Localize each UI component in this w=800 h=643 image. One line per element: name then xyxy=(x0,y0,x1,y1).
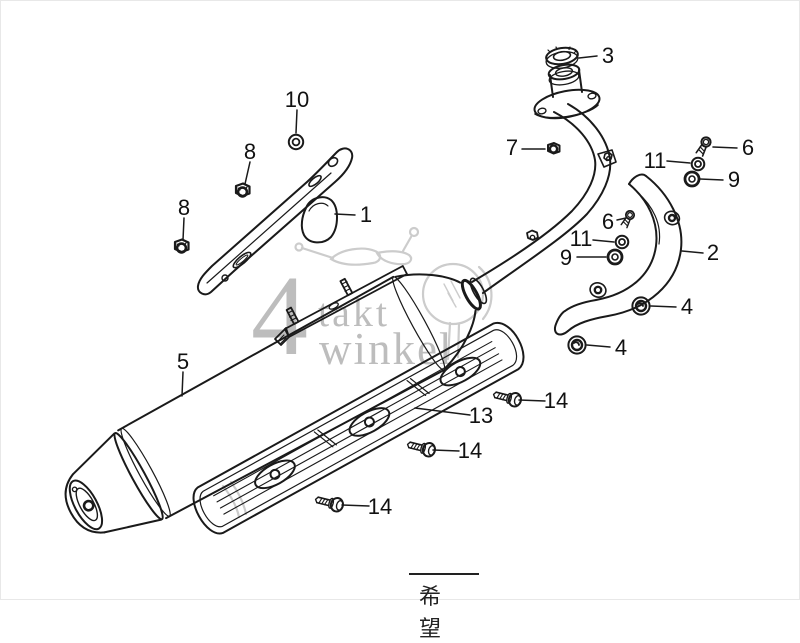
nut-4b xyxy=(567,335,587,355)
exhaust-gasket xyxy=(545,46,579,69)
callout-11-a: 11 xyxy=(643,148,667,173)
grommet-9b xyxy=(606,248,624,266)
footer-rule xyxy=(409,573,479,575)
washer-11a xyxy=(690,156,706,172)
callout-5: 5 xyxy=(176,349,190,374)
screw-14b xyxy=(406,441,436,458)
callout-8-a: 8 xyxy=(243,139,257,164)
washer-10 xyxy=(287,133,305,151)
callout-14-a: 14 xyxy=(543,388,569,413)
washer-11b xyxy=(614,234,630,250)
callout-4-a: 4 xyxy=(680,294,694,319)
nut-7 xyxy=(547,142,561,155)
bolt-6b xyxy=(620,209,636,229)
exhaust-downpipe xyxy=(471,103,617,294)
callout-9-a: 9 xyxy=(727,167,741,192)
watermark-numeral: 4 xyxy=(251,252,308,379)
grommet-9a xyxy=(683,170,701,188)
callout-13: 13 xyxy=(468,403,494,428)
callout-1: 1 xyxy=(359,202,373,227)
callout-14-b: 14 xyxy=(457,438,483,463)
callout-3: 3 xyxy=(601,43,615,68)
callout-8-b: 8 xyxy=(177,195,191,220)
callout-6-a: 6 xyxy=(741,135,755,160)
cap-nut-8a xyxy=(234,182,251,198)
callout-2: 2 xyxy=(706,240,720,265)
callout-10: 10 xyxy=(284,87,310,112)
callout-11-b: 11 xyxy=(569,226,593,251)
bolt-6a xyxy=(695,136,712,157)
screw-14a xyxy=(492,391,522,408)
footer-reference-mark: 希 望 xyxy=(409,573,481,643)
watermark-word-winkel: winkel xyxy=(319,324,454,374)
footer-kanji-text: 希 望 xyxy=(419,585,458,642)
callout-7: 7 xyxy=(505,135,519,160)
pipe-heat-shield xyxy=(554,173,683,336)
screw-14c xyxy=(314,496,344,513)
callout-14-c: 14 xyxy=(367,494,393,519)
cap-nut-8b xyxy=(173,238,190,254)
callout-4-b: 4 xyxy=(614,335,628,360)
callout-6-b: 6 xyxy=(601,209,615,234)
nut-4a xyxy=(631,296,651,316)
pipe-flange xyxy=(533,63,601,120)
